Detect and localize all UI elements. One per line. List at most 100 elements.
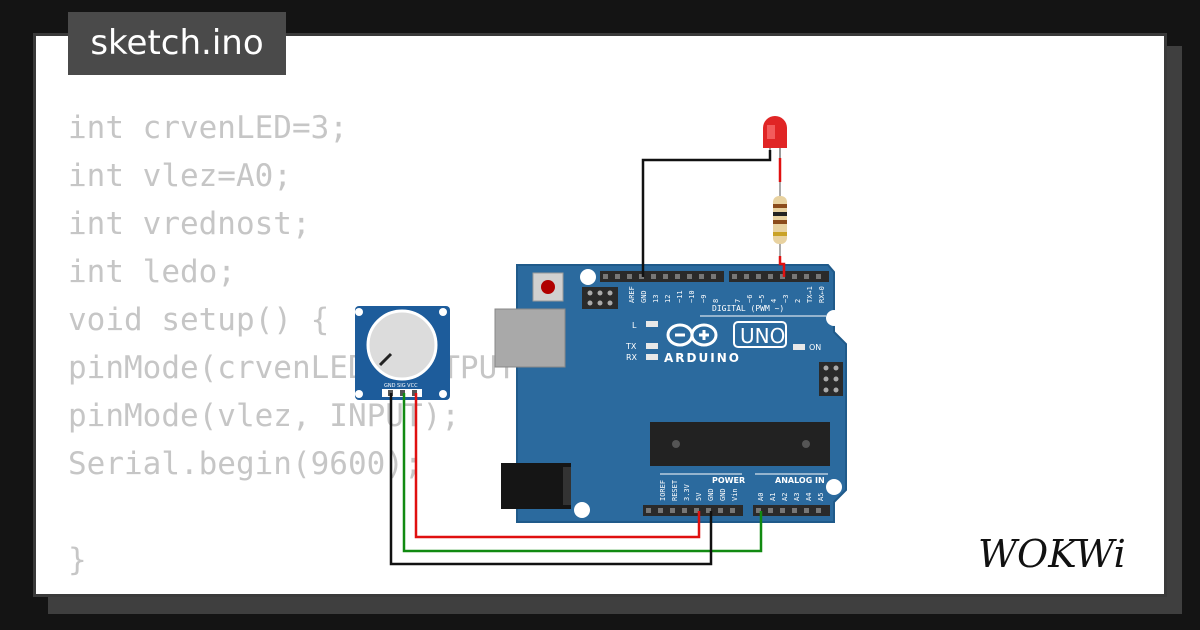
header-pin[interactable] [670, 508, 675, 513]
pin-label: A3 [793, 493, 801, 501]
header-pin[interactable] [675, 274, 680, 279]
wokwi-logo: WOKWi [978, 532, 1126, 576]
pot-mount-hole [355, 308, 363, 316]
power-jack [501, 463, 571, 509]
pin-label: 12 [664, 295, 672, 303]
header-pin[interactable] [756, 508, 761, 513]
pin-label: TX→1 [806, 286, 814, 303]
chip-dot [672, 440, 680, 448]
icsp-header [582, 287, 618, 309]
pot-indicator [378, 352, 393, 367]
header-pin[interactable] [744, 274, 749, 279]
pot-pin [412, 390, 417, 396]
pin-label: 13 [652, 295, 660, 303]
arduino-uno-board[interactable]: ARDUINO UNO L TX RX ON DIGITAL (PWM ~) P… [494, 264, 847, 523]
pot-pin [400, 390, 405, 396]
code-line: int ledo; [68, 254, 236, 290]
wire-red-pin3[interactable] [778, 256, 786, 277]
header-pin[interactable] [639, 274, 644, 279]
on-label: ON [809, 343, 821, 352]
pin-label: GND [640, 290, 648, 303]
pin-label: AREF [628, 286, 636, 303]
pin-label: IOREF [659, 480, 667, 501]
pin-label: RX←0 [818, 286, 826, 303]
pin-label: GND [707, 488, 715, 501]
pot-mount-hole [439, 390, 447, 398]
header-pin[interactable] [615, 274, 620, 279]
pin-label: 2 [794, 299, 802, 303]
header-pin[interactable] [711, 274, 716, 279]
red-led[interactable] [763, 116, 787, 158]
icsp2-header [819, 362, 843, 396]
header-pin[interactable] [804, 274, 809, 279]
header-pin[interactable] [627, 274, 632, 279]
header-pin[interactable] [682, 508, 687, 513]
usb-connector [494, 308, 566, 368]
header-pin[interactable] [792, 274, 797, 279]
wire-black-led-gnd[interactable] [641, 150, 772, 277]
header-pin[interactable] [706, 508, 711, 513]
header-pin[interactable] [780, 274, 785, 279]
arduino-logo-icon [666, 323, 718, 347]
resistor[interactable] [773, 182, 787, 256]
resistor-band [773, 220, 787, 224]
wire-red-vcc[interactable] [414, 393, 701, 539]
l-label: L [632, 321, 637, 330]
code-line: pinMode(vlez, INPUT); [68, 398, 460, 434]
header-pin[interactable] [718, 508, 723, 513]
reset-button-cap[interactable] [541, 280, 555, 294]
pin-label: A2 [781, 493, 789, 501]
power-jack-edge [563, 467, 571, 505]
header-pin[interactable] [658, 508, 663, 513]
pot-mount-hole [355, 390, 363, 398]
digital-header-label: DIGITAL (PWM ~) [712, 304, 784, 313]
led-highlight [767, 125, 775, 139]
power-header-label: POWER [712, 476, 745, 485]
pin-label: 5V [695, 492, 703, 501]
header-pin[interactable] [768, 274, 773, 279]
analog-header [753, 505, 830, 516]
pin-label: A5 [817, 493, 825, 501]
header-pin[interactable] [646, 508, 651, 513]
header-pin[interactable] [804, 508, 809, 513]
header-pin[interactable] [756, 274, 761, 279]
header-pin[interactable] [694, 508, 699, 513]
pin-label: 4 [770, 299, 778, 303]
tx-led [646, 343, 658, 349]
resistor-band [773, 212, 787, 216]
header-pin[interactable] [792, 508, 797, 513]
header-pin[interactable] [780, 508, 785, 513]
code-line: int crvenLED=3; [68, 110, 348, 146]
l-led [646, 321, 658, 327]
on-led [793, 344, 805, 350]
wire-green-sig[interactable] [402, 393, 763, 553]
header-pin[interactable] [663, 274, 668, 279]
wire-black-gnd[interactable] [389, 393, 713, 566]
code-line: } [68, 542, 87, 578]
header-pin[interactable] [687, 274, 692, 279]
pin-label: ~11 [676, 290, 684, 303]
pot-knob[interactable] [366, 309, 438, 381]
pin-label: ~5 [758, 295, 766, 303]
header-pin[interactable] [816, 274, 821, 279]
header-pin[interactable] [603, 274, 608, 279]
pin-label: A4 [805, 493, 813, 501]
header-pin[interactable] [768, 508, 773, 513]
pin-label: ~3 [782, 295, 790, 303]
wires [389, 150, 786, 566]
header-pin[interactable] [816, 508, 821, 513]
header-pin[interactable] [730, 508, 735, 513]
mounting-hole [574, 502, 590, 518]
uno-badge [733, 321, 787, 348]
pot-mount-hole [439, 308, 447, 316]
analog-header-label: ANALOG IN [775, 476, 825, 485]
header-pin[interactable] [651, 274, 656, 279]
header-pin[interactable] [732, 274, 737, 279]
pin-label: ~9 [700, 295, 708, 303]
file-tab[interactable]: sketch.ino [68, 12, 286, 75]
rx-led [646, 354, 658, 360]
potentiometer[interactable]: GND SIG VCC [355, 306, 450, 400]
header-pin[interactable] [699, 274, 704, 279]
